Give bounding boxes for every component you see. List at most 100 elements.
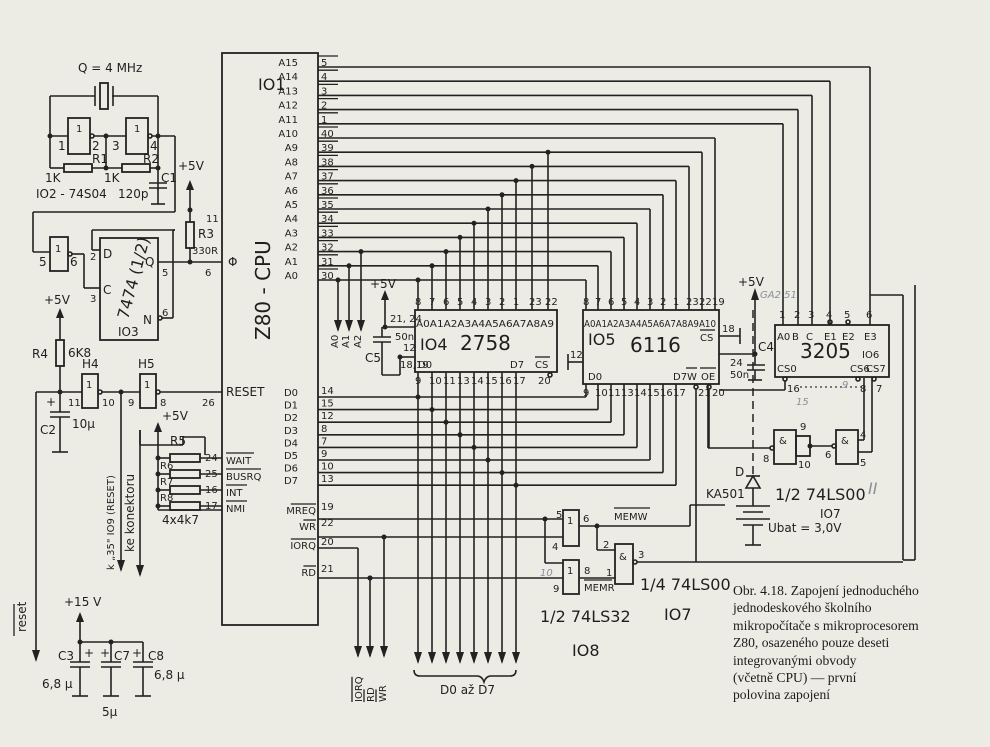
c2-label: C2 [40, 423, 56, 437]
pin-label: 2 [90, 252, 96, 263]
pin-label: 20 [538, 376, 551, 387]
cpu-pin-number: 35 [321, 200, 334, 211]
r5-label: R5 [170, 434, 186, 448]
decoder-pin-number: 3 [808, 310, 814, 321]
cpu-control-label: NMI [226, 504, 245, 515]
ram-pin-number: 6 [608, 297, 614, 308]
caption-line: Obr. 4.18. Zapojení jednoduchého [733, 583, 919, 598]
ram-pin-number: 1 [673, 297, 679, 308]
gate-symbol: 1 [134, 124, 140, 135]
decoder-input-label: B [792, 332, 799, 343]
memr-label: MEMR [584, 583, 615, 594]
plus-sign: + [132, 646, 142, 660]
cpu-address-label: A15 [278, 58, 298, 69]
capacitor-c7 [101, 642, 121, 697]
cpu-pin-number: 5 [321, 58, 327, 69]
q-output-label: Q [145, 255, 154, 269]
cpu-address-label: A1 [285, 257, 298, 268]
cs-label: CS [535, 360, 548, 371]
cpu-pin-number: 19 [321, 502, 334, 513]
capacitor-c3 [70, 642, 90, 697]
c4-label: C4 [758, 340, 774, 354]
cpu-data-label: D5 [284, 451, 298, 462]
figure-caption: Obr. 4.18. Zapojení jednoduchého jednode… [733, 582, 988, 704]
cpu-pin-number: 12 [321, 411, 334, 422]
cpu-pin-number: 33 [321, 228, 334, 239]
ram-pin-number: 9 [583, 388, 589, 399]
pin-label: 5 [39, 255, 47, 269]
decoder-output-label: CS0 [777, 364, 797, 375]
d-input-label: D [103, 247, 112, 261]
cpu-pin-number: 9 [321, 449, 327, 460]
r2-value: 1K [104, 171, 121, 185]
ram-pin-number: 11 [608, 388, 621, 399]
cpu-data-label: D1 [284, 401, 298, 412]
battery-logic-block: & & 8 9 10 6 4 5 D KA501 Ubat = 3,0V 1/2… [706, 310, 878, 546]
caption-line: mikropočítače s mikroprocesorem [733, 617, 919, 633]
cpu-pin-number: 37 [321, 172, 334, 183]
c8-value: 6,8 μ [154, 668, 185, 682]
cpu-pin-number: 36 [321, 186, 334, 197]
eprom-pin-number: 2 [499, 297, 505, 308]
oscillator-block: Q = 4 MHz 1 1 1 2 3 4 R1 R2 [36, 61, 205, 212]
reset-block: +5V R4 6K8 H4 H5 1 1 11 10 9 8 26 + C2 1… [13, 293, 222, 662]
cpu-data-label: D6 [284, 464, 298, 475]
pin-label: 10 [798, 460, 811, 471]
r1-value: 1K [45, 171, 62, 185]
eprom-pin-number: 10 [429, 376, 442, 387]
cpu-control-label: MREQ [286, 506, 316, 517]
pin-label: 2 [603, 540, 609, 551]
caption-line: jednodeskového školního [733, 600, 872, 616]
eprom-pin-number: 14 [471, 376, 484, 387]
cpu-pin-number: 13 [321, 474, 334, 485]
arrow-icon [484, 652, 492, 664]
pin-label: 9 [553, 584, 559, 595]
pencil-annotation: II [868, 479, 878, 498]
eprom-pin-number: 5 [457, 297, 463, 308]
cpu-address-label: A7 [285, 172, 298, 183]
crystal-icon [99, 82, 109, 110]
cpu-pin-number: 34 [321, 214, 334, 225]
c7-label: C7 [114, 649, 130, 663]
pin-label: 24 [730, 358, 743, 369]
decoder-pin-number: 5 [844, 310, 850, 321]
pin-label: 4 [552, 542, 558, 553]
nand-gate-7 [614, 543, 634, 585]
ram-pin-number: 13 [621, 388, 634, 399]
decoder-name: 3205 [800, 339, 851, 363]
pin-label: 6 [205, 268, 211, 279]
arrow-icon [470, 652, 478, 664]
decoder-pin-number: 7 [876, 384, 882, 395]
memw-label: MEMW [614, 512, 648, 523]
pin-label: 6 [583, 514, 589, 525]
n-output-label: N [143, 313, 152, 327]
eprom-pin-number: 6 [443, 297, 449, 308]
r4-label: R4 [32, 347, 48, 361]
or-gate-memr [562, 559, 580, 595]
gate-symbol: & [779, 436, 787, 447]
inversion-bubble [693, 384, 699, 390]
decoder-pin-number: 6 [866, 310, 872, 321]
pin-label: 9 [128, 398, 134, 409]
pin-label: 1 [58, 139, 66, 153]
crystal-label: Q = 4 MHz [78, 61, 142, 75]
or-gate-memw [562, 509, 580, 547]
w-label: W [687, 372, 697, 383]
pin-label: 5 [556, 510, 562, 521]
or-ic-ref: IO8 [572, 641, 600, 660]
power-caps-block: +15 V C3 + + C7 + C8 6,8 μ 5μ 6,8 μ [42, 595, 185, 719]
cpu-name: Z80 - CPU [251, 240, 275, 340]
a2-output-label: A2 [353, 335, 364, 348]
pin-label: 3 [112, 139, 120, 153]
supply-label: +5V [44, 293, 71, 307]
cpu-address-label: A2 [285, 243, 298, 254]
flipflop-7474 [99, 237, 159, 341]
cpu-control-label: RD [301, 568, 316, 579]
cpu-pin-number: 10 [321, 462, 334, 473]
pin-label: 6 [70, 255, 78, 269]
battery-ic-label: 1/2 74LS00 [775, 485, 866, 504]
pin-label: 11 [68, 398, 81, 409]
ram-pin-number: 23 [686, 297, 699, 308]
